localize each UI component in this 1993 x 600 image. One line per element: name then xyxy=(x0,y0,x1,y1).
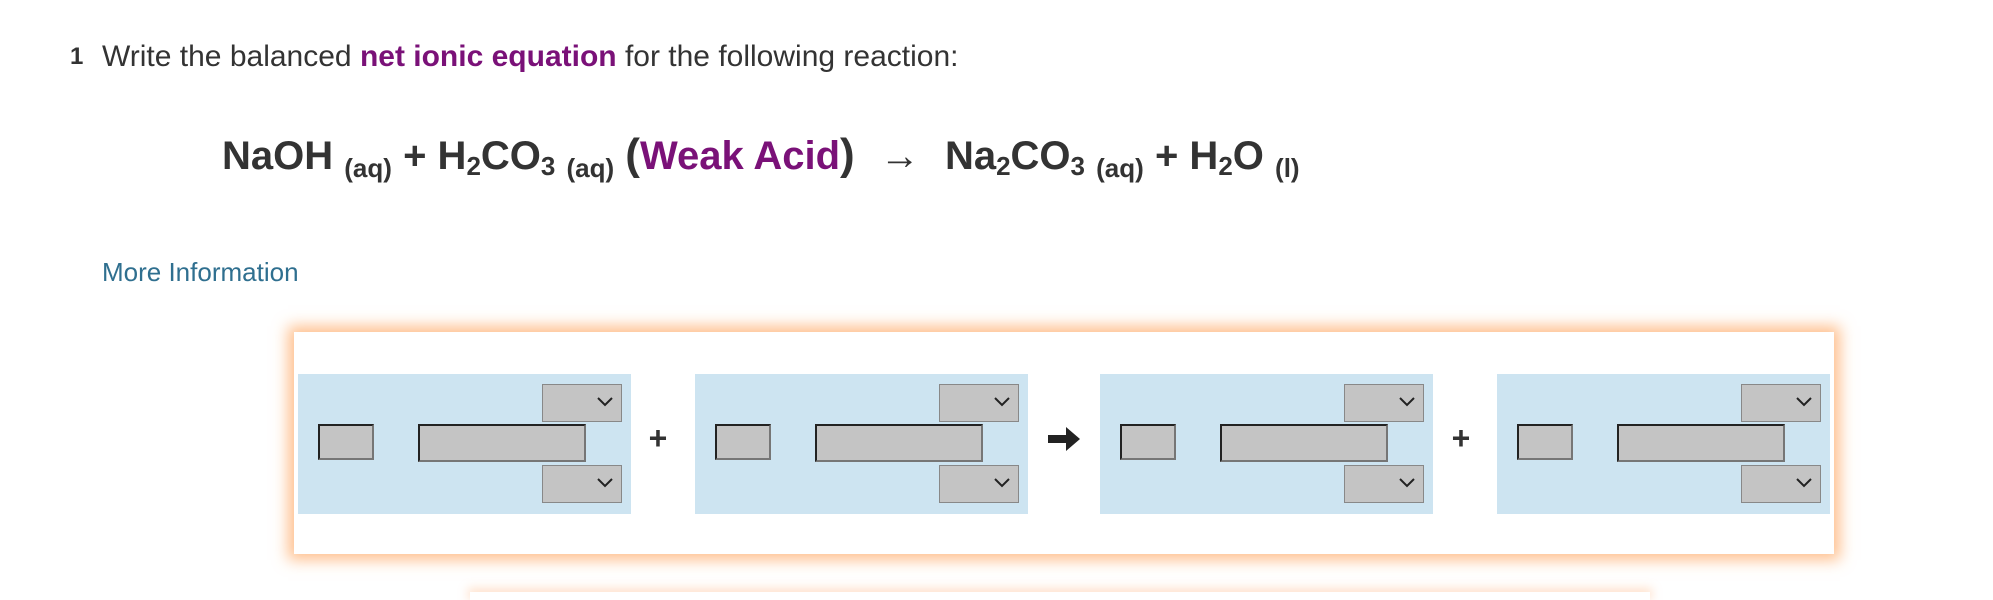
answer-panel: + + xyxy=(294,332,1834,554)
question-number: 1 xyxy=(70,43,84,70)
chevron-down-icon xyxy=(597,478,613,488)
formula-part: CO xyxy=(1010,134,1071,178)
formula-input[interactable] xyxy=(815,424,983,462)
answer-term-1 xyxy=(298,374,631,514)
subscript: 2 xyxy=(1218,151,1233,181)
formula-part: CO xyxy=(480,134,541,178)
state-label: (aq) xyxy=(1096,153,1144,183)
answer-term-4 xyxy=(1497,374,1830,514)
formula-input[interactable] xyxy=(1617,424,1785,462)
state-dropdown[interactable] xyxy=(542,465,622,503)
plus-sign: + xyxy=(1154,134,1179,178)
formula-input[interactable] xyxy=(418,424,586,462)
right-arrow-icon xyxy=(1048,427,1080,451)
coefficient-input[interactable] xyxy=(1517,424,1573,460)
state-label: (l) xyxy=(1275,153,1300,183)
reaction-equation: NaOH (aq) + H2CO3 (aq) (Weak Acid) → Na2… xyxy=(222,130,1300,184)
chevron-down-icon xyxy=(1796,397,1812,407)
reactant-h2co3: H2CO3 xyxy=(437,134,556,181)
reactant-naoh: NaOH xyxy=(222,134,334,178)
chevron-down-icon xyxy=(994,478,1010,488)
product-na2co3: Na2CO3 xyxy=(944,134,1086,181)
formula-part: H xyxy=(1189,134,1219,178)
subscript: 2 xyxy=(996,151,1011,181)
chevron-down-icon xyxy=(994,397,1010,407)
weak-acid-label: Weak Acid xyxy=(639,134,841,178)
plus-operator: + xyxy=(1451,420,1471,456)
reaction-arrow: → xyxy=(879,134,920,178)
answer-term-2 xyxy=(695,374,1028,514)
prompt-highlight: net ionic equation xyxy=(359,40,617,73)
paren-close: ) xyxy=(840,130,855,179)
state-dropdown[interactable] xyxy=(1344,465,1424,503)
chevron-down-icon xyxy=(1399,478,1415,488)
state-label: (aq) xyxy=(344,153,392,183)
product-h2o: H2O xyxy=(1189,134,1264,181)
more-information-link[interactable]: More Information xyxy=(102,257,299,287)
charge-dropdown[interactable] xyxy=(1741,384,1821,422)
coefficient-input[interactable] xyxy=(715,424,771,460)
prompt-text-after: for the following reaction: xyxy=(616,40,959,73)
chevron-down-icon xyxy=(597,397,613,407)
chevron-down-icon xyxy=(1796,478,1812,488)
charge-dropdown[interactable] xyxy=(1344,384,1424,422)
subscript: 3 xyxy=(1070,151,1086,181)
state-dropdown[interactable] xyxy=(939,465,1019,503)
paren-open: ( xyxy=(625,130,640,179)
reaction-arrow-operator xyxy=(1044,420,1084,454)
next-panel-edge xyxy=(470,592,1650,600)
formula-part: Na xyxy=(944,134,997,178)
plus-operator: + xyxy=(648,420,668,456)
state-dropdown[interactable] xyxy=(1741,465,1821,503)
question-prompt: Write the balanced net ionic equation fo… xyxy=(102,40,958,74)
chevron-down-icon xyxy=(1399,397,1415,407)
coefficient-input[interactable] xyxy=(1120,424,1176,460)
plus-sign: + xyxy=(403,134,427,178)
coefficient-input[interactable] xyxy=(318,424,374,460)
state-label: (aq) xyxy=(566,153,615,183)
prompt-text-before: Write the balanced xyxy=(102,40,360,73)
formula-input[interactable] xyxy=(1220,424,1388,462)
charge-dropdown[interactable] xyxy=(939,384,1019,422)
formula-part: H xyxy=(437,134,467,178)
subscript: 2 xyxy=(466,151,481,181)
answer-term-3 xyxy=(1100,374,1433,514)
charge-dropdown[interactable] xyxy=(542,384,622,422)
formula-part: O xyxy=(1232,134,1264,178)
subscript: 3 xyxy=(540,151,556,181)
